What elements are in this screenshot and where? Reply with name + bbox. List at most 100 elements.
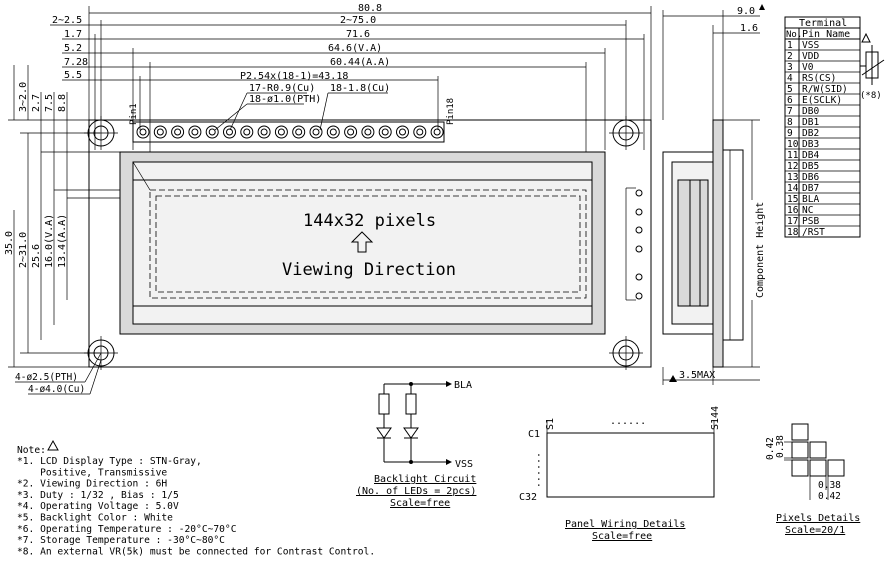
terminal-row-no: 7: [787, 106, 793, 117]
terminal-row-no: 3: [787, 62, 793, 73]
terminal-row-pin: /RST: [802, 227, 825, 238]
terminal-title: Terminal: [799, 18, 847, 29]
vss-label: VSS: [455, 459, 473, 470]
side-pcb: [712, 119, 724, 368]
terminal-row-pin: DB0: [802, 106, 819, 117]
lcd-pixels-text: 144x32 pixels: [303, 211, 436, 231]
mounting-hole-bl: [84, 336, 118, 370]
pin-pad: [309, 125, 323, 139]
led-icon-1: [376, 427, 392, 439]
terminal-row-pin: DB6: [802, 172, 819, 183]
terminal-row-no: 18: [787, 227, 799, 238]
note-line: *6. Operating Temperature : -20°C~70°C: [17, 524, 237, 535]
pin-hole: [399, 128, 406, 136]
pin-pad: [396, 125, 409, 139]
pin-header: [132, 121, 445, 143]
panel-scale: Scale=free: [592, 531, 652, 542]
pin-hole: [191, 128, 199, 136]
terminal-row-no: 9: [787, 128, 793, 139]
pin-pad: [240, 125, 254, 139]
terminal-row-pin: DB5: [802, 161, 819, 172]
dim-35: 35.0: [4, 231, 15, 255]
dim-5-5: 5.5: [64, 70, 82, 81]
pin-pad: [292, 125, 306, 139]
dim-2-5: 2~2.5: [52, 15, 82, 26]
panel-c1: C1: [528, 429, 540, 440]
backlight-title: Backlight Circuit: [374, 474, 476, 485]
pin-hole: [243, 128, 251, 136]
pin1-label: Pin1: [129, 103, 139, 125]
dim-13-aa: 13.4(A.A): [57, 214, 68, 268]
top-dimensions: 80.8 2~75.0 2~2.5 1.7 71.6 5.2 64.6(V.A)…: [50, 3, 652, 190]
pixel-038b: 0.38: [818, 480, 841, 491]
notes-lines: *1. LCD Display Type : STN-Gray, Positiv…: [17, 456, 375, 557]
dim-1-6: 1.6: [740, 23, 758, 34]
pin-hole: [174, 128, 182, 136]
panel-s144: S144: [710, 406, 721, 430]
panel-wiring: S1 S144 C1 C32 ...... ...... Panel Wirin…: [519, 406, 721, 542]
dim-16-va: 16.0(V.A): [44, 214, 55, 268]
panel-dots-h: ......: [610, 416, 646, 427]
terminal-row-no: 1: [787, 40, 793, 51]
pin-pad: [344, 125, 358, 139]
dim-75: 2~75.0: [340, 15, 376, 26]
dim-80-8: 80.8: [358, 3, 382, 14]
panel-dots-v: ......: [535, 452, 546, 488]
backlight-leds: (No. of LEDs = 2pcs): [356, 486, 476, 497]
pin-hole: [277, 128, 285, 136]
note-line: *1. LCD Display Type : STN-Gray,: [17, 456, 202, 467]
notes-header: Note:: [17, 445, 46, 456]
dim-7-5: 7.5: [44, 94, 55, 112]
terminal-row-no: 4: [787, 73, 793, 84]
note-line: *5. Backlight Color : White: [17, 513, 173, 524]
panel-s1: S1: [545, 418, 556, 430]
dim-2-7: 2.7: [31, 94, 42, 112]
note-line: *4. Operating Voltage : 5.0V: [17, 501, 179, 512]
terminal-row-pin: DB2: [802, 128, 819, 139]
pin-row: [136, 125, 444, 139]
terminal-row-pin: BLA: [802, 194, 819, 205]
notes: Note: *1. LCD Display Type : STN-Gray, P…: [17, 439, 375, 557]
terminal-row-no: 12: [787, 161, 798, 172]
pin-hole: [226, 128, 233, 136]
pin-pad: [274, 125, 288, 139]
pin-hole: [139, 128, 147, 136]
dim-3-5max: 3.5MAX: [679, 370, 715, 381]
pcb-outline: [88, 119, 652, 368]
pin-pad: [153, 125, 167, 139]
contrast-vr-icon: [860, 45, 885, 85]
dim-3-2: 3~2.0: [18, 82, 29, 112]
dim-r18: 18-1.8(Cu): [330, 83, 390, 94]
mounting-hole-br: [609, 336, 643, 370]
terminal-row-pin: DB4: [802, 150, 819, 161]
pin-pad: [413, 125, 427, 139]
side-view: 9.0 1.6 3.5MAX Component Height: [625, 4, 766, 385]
note-line: *2. Viewing Direction : 6H: [17, 479, 167, 490]
terminal-row-no: 13: [787, 172, 798, 183]
pixel-scale: Scale=20/1: [785, 525, 845, 536]
pin-hole: [416, 128, 424, 136]
pixel-details: 0.42 0.38 0.38 0.42 Pixels Details Scale…: [765, 423, 860, 536]
terminal-row-no: 10: [787, 139, 799, 150]
terminal-row-pin: DB1: [802, 117, 819, 128]
terminal-note8: (*8): [860, 91, 882, 101]
dim-r09: 17-R0.9(Cu): [249, 83, 315, 94]
pin-hole: [329, 128, 337, 136]
pin-hole: [295, 128, 303, 136]
lcd-glass: [132, 161, 593, 325]
terminal-row-no: 6: [787, 95, 793, 106]
dim-8-8: 8.8: [57, 94, 68, 112]
note-triangle-icon-2: [669, 375, 677, 382]
dim-1-7: 1.7: [64, 29, 82, 40]
pin-pad: [378, 125, 392, 139]
hole-pth-label: 4-ø2.5(PTH): [15, 372, 78, 383]
terminal-row-pin: NC: [802, 205, 813, 216]
front-view: 144x32 pixels Viewing Direction: [84, 116, 652, 370]
pin-hole: [156, 128, 164, 136]
bla-label: BLA: [454, 380, 472, 391]
dim-60-44: 60.44(A.A): [330, 57, 390, 68]
hole-cu-label: 4-ø4.0(Cu): [28, 384, 85, 395]
terminal-row-pin: VSS: [802, 40, 819, 51]
pixel-038a: 0.38: [775, 435, 786, 458]
